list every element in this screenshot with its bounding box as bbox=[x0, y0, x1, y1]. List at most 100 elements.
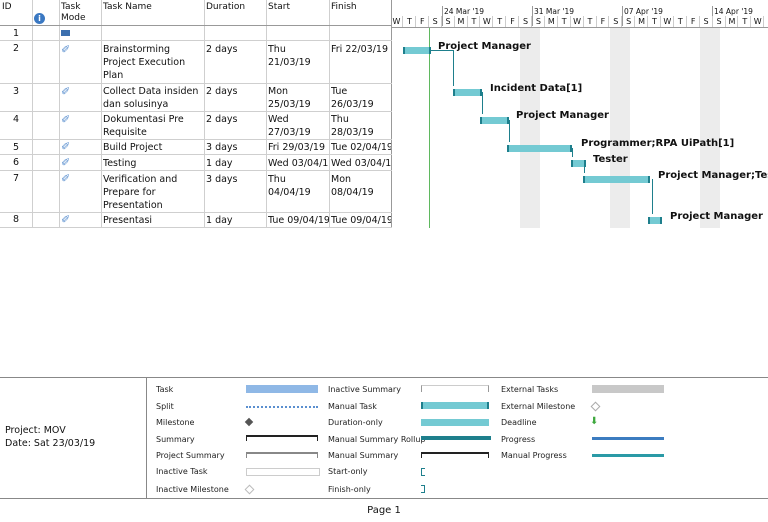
task-bar[interactable] bbox=[403, 47, 431, 54]
task-bar[interactable] bbox=[480, 117, 509, 124]
day-label: T bbox=[471, 17, 477, 26]
day-label: T bbox=[497, 17, 503, 26]
finish-only-swatch bbox=[421, 485, 425, 493]
day-divider bbox=[518, 16, 520, 27]
task-finish[interactable]: Tue 26/03/19 bbox=[331, 86, 374, 110]
legend-item: Inactive Milestone bbox=[156, 485, 229, 494]
project-name: Project: MOV bbox=[5, 425, 66, 436]
day-label: T bbox=[742, 17, 748, 26]
task-name[interactable]: Dokumentasi Pre Requisite bbox=[103, 114, 184, 138]
row-id[interactable]: 2 bbox=[12, 43, 20, 54]
task-name[interactable]: Build Project bbox=[103, 142, 163, 153]
row-id[interactable]: 5 bbox=[12, 142, 20, 153]
col-header-finish[interactable]: Finish bbox=[331, 2, 357, 12]
task-duration[interactable]: 1 day bbox=[206, 215, 233, 226]
resource-label: Programmer;RPA UiPath[1] bbox=[581, 138, 735, 149]
task-name[interactable]: Presentasi bbox=[103, 215, 153, 226]
manual-progress-swatch bbox=[592, 454, 664, 457]
dependency-link bbox=[453, 50, 454, 86]
task-start[interactable]: Fri 29/03/19 bbox=[268, 142, 326, 153]
week-label: 31 Mar '19 bbox=[534, 7, 575, 16]
inactive-summary-swatch bbox=[421, 385, 489, 392]
task-finish[interactable]: Fri 22/03/19 bbox=[331, 44, 389, 55]
day-label: M bbox=[457, 17, 465, 26]
legend-item: Milestone bbox=[156, 418, 195, 427]
deadline-arrow-icon: ⬇ bbox=[590, 416, 599, 427]
grid-divider bbox=[266, 0, 267, 228]
auto-schedule-icon: ✐ bbox=[61, 213, 71, 226]
task-name[interactable]: Testing bbox=[103, 158, 137, 169]
day-label: W bbox=[753, 17, 762, 26]
task-duration[interactable]: 2 days bbox=[206, 114, 238, 125]
task-bar[interactable] bbox=[648, 217, 662, 224]
task-duration[interactable]: 3 days bbox=[206, 142, 238, 153]
day-divider bbox=[505, 16, 507, 27]
day-label: S bbox=[703, 17, 709, 26]
col-header-id[interactable]: ID bbox=[2, 2, 12, 12]
legend-item: Project Summary bbox=[156, 451, 225, 460]
task-finish[interactable]: Wed 03/04/1 bbox=[331, 158, 391, 169]
dependency-link bbox=[584, 163, 585, 173]
task-start[interactable]: Wed 03/04/1 bbox=[268, 158, 329, 169]
task-bar[interactable] bbox=[583, 176, 650, 183]
grid-divider bbox=[0, 25, 392, 26]
row-id[interactable]: 6 bbox=[12, 157, 20, 168]
task-start[interactable]: Thu 04/04/19 bbox=[268, 174, 311, 198]
info-icon: i bbox=[34, 13, 45, 24]
row-id[interactable]: 7 bbox=[12, 173, 20, 184]
task-finish[interactable]: Tue 02/04/19 bbox=[331, 142, 391, 153]
day-label: W bbox=[392, 17, 401, 26]
task-name[interactable]: Collect Data insiden dan solusinya bbox=[103, 86, 199, 110]
task-bar[interactable] bbox=[507, 145, 572, 152]
col-header-start[interactable]: Start bbox=[268, 2, 290, 12]
task-duration[interactable]: 1 day bbox=[206, 158, 233, 169]
gantt-chart[interactable]: 24 Mar '19 31 Mar '19 07 Apr '19 14 Apr … bbox=[392, 0, 768, 228]
row-id[interactable]: 3 bbox=[12, 86, 20, 97]
col-header-duration[interactable]: Duration bbox=[206, 2, 246, 12]
weekend-shade bbox=[700, 27, 720, 228]
auto-schedule-icon: ✐ bbox=[61, 172, 71, 185]
task-start[interactable]: Mon 25/03/19 bbox=[268, 86, 311, 110]
legend-item: Finish-only bbox=[328, 485, 371, 494]
day-divider bbox=[440, 16, 442, 27]
row-id[interactable]: 1 bbox=[12, 28, 20, 39]
week-divider bbox=[442, 6, 443, 26]
day-label: M bbox=[728, 17, 736, 26]
manual-summary-swatch bbox=[421, 452, 489, 458]
task-duration[interactable]: 2 days bbox=[206, 44, 238, 55]
day-divider bbox=[492, 16, 494, 27]
day-label: T bbox=[587, 17, 593, 26]
task-finish[interactable]: Thu 28/03/19 bbox=[331, 114, 374, 138]
task-start[interactable]: Tue 09/04/19 bbox=[268, 215, 329, 226]
task-finish[interactable]: Tue 09/04/19 bbox=[331, 215, 391, 226]
legend-item: Duration-only bbox=[328, 418, 383, 427]
task-finish[interactable]: Mon 08/04/19 bbox=[331, 174, 374, 198]
task-name[interactable]: Verification and Prepare for Presentatio… bbox=[103, 174, 178, 211]
col-header-task-name[interactable]: Task Name bbox=[103, 2, 152, 12]
task-bar[interactable] bbox=[453, 89, 482, 96]
week-divider bbox=[622, 6, 623, 26]
row-id[interactable]: 8 bbox=[12, 214, 20, 225]
legend-item: Manual Task bbox=[328, 402, 377, 411]
task-duration[interactable]: 3 days bbox=[206, 174, 238, 185]
task-duration[interactable]: 2 days bbox=[206, 86, 238, 97]
manual-task-swatch bbox=[421, 402, 489, 409]
day-divider bbox=[479, 16, 481, 27]
task-name[interactable]: Brainstorming Project Execution Plan bbox=[103, 44, 186, 81]
auto-schedule-icon: ✐ bbox=[61, 156, 71, 169]
task-start[interactable]: Thu 21/03/19 bbox=[268, 44, 311, 68]
task-start[interactable]: Wed 27/03/19 bbox=[268, 114, 311, 138]
day-label: T bbox=[561, 17, 567, 26]
day-divider bbox=[698, 16, 700, 27]
day-divider bbox=[569, 16, 571, 27]
col-header-task-mode[interactable]: Task Mode bbox=[61, 2, 86, 23]
task-bar[interactable] bbox=[571, 160, 586, 167]
grid-divider bbox=[101, 0, 102, 228]
row-id[interactable]: 4 bbox=[12, 114, 20, 125]
legend-item: External Milestone bbox=[501, 402, 576, 411]
external-milestone-swatch bbox=[590, 401, 601, 412]
manual-summary-rollup-swatch bbox=[421, 436, 491, 440]
day-label: W bbox=[663, 17, 672, 26]
week-label: 14 Apr '19 bbox=[714, 7, 753, 16]
day-divider bbox=[414, 16, 416, 27]
